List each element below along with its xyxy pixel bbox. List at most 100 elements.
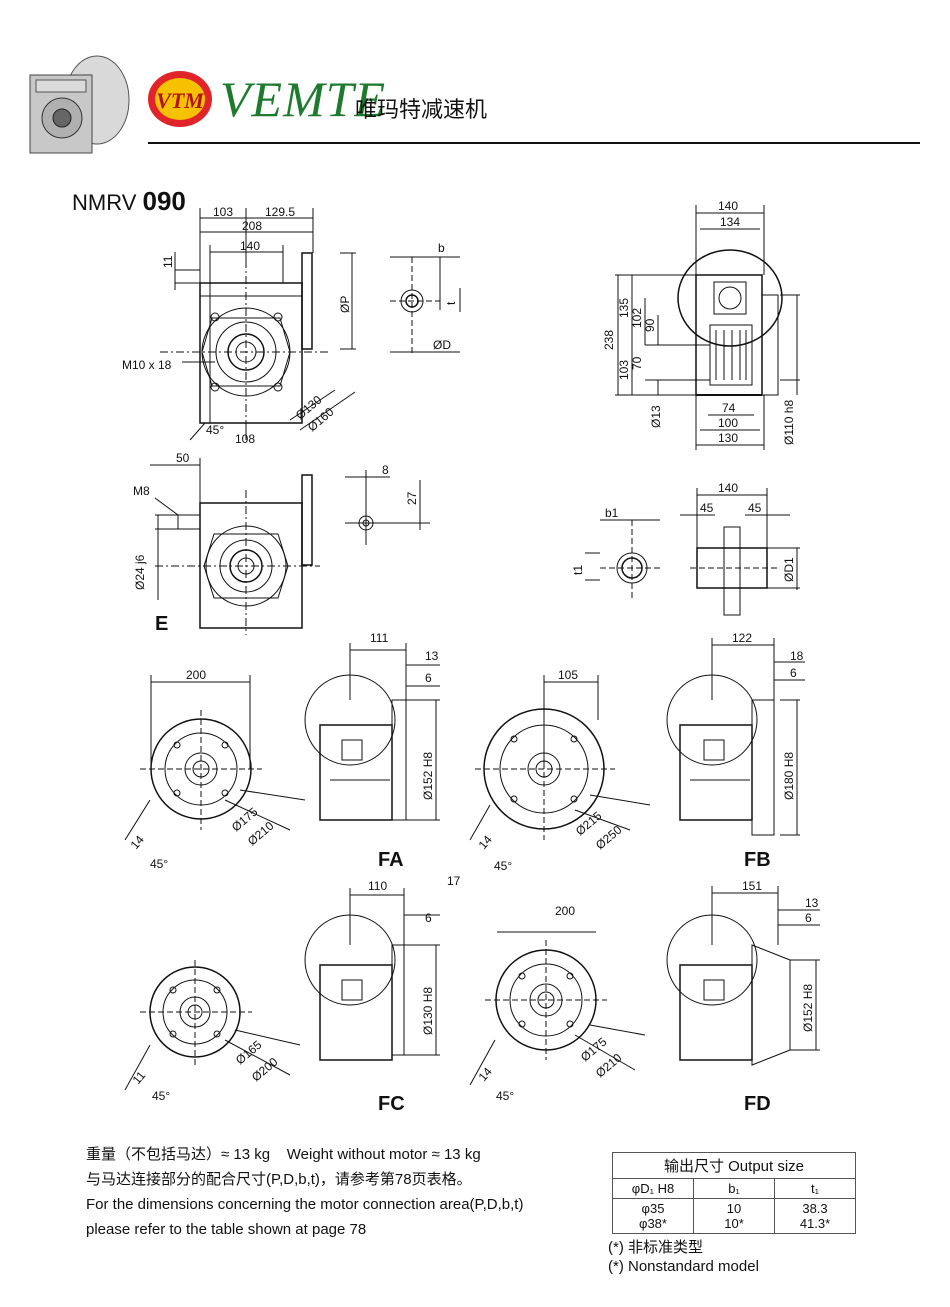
view-label-fb: FB (744, 849, 771, 871)
brand-name-cn: 唯玛特减速机 (355, 98, 488, 123)
hollow-shaft-view (585, 488, 800, 616)
logo-letters: VTM (156, 88, 205, 113)
dim-text: Ø180 H8 (782, 752, 796, 800)
dim-text: 11 (161, 255, 175, 268)
dim-text: 45° (150, 857, 168, 871)
dim-text: 122 (732, 631, 752, 645)
dim-text: ØD1 (782, 557, 796, 582)
footnote-cn: (*) 非标准类型 (608, 1239, 703, 1256)
table-title: 输出尺寸 Output size (612, 1152, 856, 1179)
table-header: φD₁ H8 (612, 1178, 694, 1199)
dim-text: 45° (496, 1089, 514, 1103)
motor-note-en1: For the dimensions concerning the motor … (86, 1196, 524, 1213)
dim-text: 14 (476, 832, 496, 851)
footnote-en: (*) Nonstandard model (608, 1258, 759, 1275)
dim-text: 130 (718, 431, 738, 445)
dim-text: ØD (433, 338, 451, 352)
view-label-fc: FC (378, 1093, 405, 1115)
dim-text: Ø110 h8 (782, 400, 796, 445)
dim-text: 6 (425, 911, 432, 925)
dim-text: 200 (555, 904, 575, 918)
motor-note-cn: 与马达连接部分的配合尺寸(P,D,b,t)，请参考第78页表格。 (86, 1171, 472, 1188)
dim-text: 45° (206, 423, 224, 437)
dimension-labels: 103 129.5 208 140 11 ØP M10 x 18 45° 108… (122, 199, 819, 1103)
front-view (160, 208, 356, 441)
dim-text: Ø13 (649, 405, 663, 428)
dim-text: Ø200 (249, 1054, 281, 1084)
dim-text: Ø24 j6 (133, 554, 147, 590)
dim-text: M10 x 18 (122, 358, 172, 372)
dim-text: 103 (213, 205, 233, 219)
input-shaft-view (150, 458, 430, 635)
dim-text: M8 (133, 484, 150, 498)
dim-text: 140 (718, 199, 738, 213)
flange-fa (124, 643, 440, 841)
dim-text: 13 (425, 649, 439, 663)
brand-name: VEMTE (220, 71, 387, 127)
dim-text: t (444, 301, 458, 305)
dim-text: 45° (494, 859, 512, 873)
dim-text: 100 (718, 416, 738, 430)
dim-text: 17 (447, 874, 461, 888)
output-size-table: 输出尺寸 Output size φD₁ H8 b₁ t₁ φ35 φ38* 1… (612, 1152, 856, 1234)
view-label-fd: FD (744, 1093, 771, 1115)
dim-text: 14 (476, 1064, 496, 1083)
header-divider (148, 142, 920, 144)
table-cell: φ35 φ38* (612, 1198, 694, 1234)
dim-text: 70 (630, 356, 644, 370)
dim-text: 11 (130, 1068, 149, 1087)
dim-text: 111 (370, 631, 389, 645)
model-number: 090 (142, 186, 186, 216)
weight-en: Weight without motor ≈ 13 kg (286, 1146, 481, 1163)
technical-drawings: 103 129.5 208 140 11 ØP M10 x 18 45° 108… (122, 199, 820, 1115)
dim-text: 74 (722, 401, 736, 415)
dim-text: 45° (152, 1089, 170, 1103)
model-title: NMRV 090 (72, 186, 186, 217)
dim-text: 200 (186, 668, 206, 682)
dim-text: 50 (176, 451, 190, 465)
dim-text: 208 (242, 219, 262, 233)
dim-text: 238 (602, 330, 616, 350)
footnotes: (*) 非标准类型 (*) Nonstandard model (608, 1238, 759, 1276)
brand-logo: VTM (148, 71, 212, 127)
table-header-row: φD₁ H8 b₁ t₁ (612, 1178, 856, 1199)
dim-text: ØP (338, 296, 352, 313)
view-label-fa: FA (378, 849, 404, 871)
dim-text: Ø130 H8 (421, 987, 435, 1035)
dim-text: 6 (790, 666, 797, 680)
dim-text: 140 (240, 239, 260, 253)
dim-text: Ø250 (593, 822, 625, 852)
dim-text: 105 (558, 668, 578, 682)
dim-text: 102 (630, 308, 644, 328)
model-prefix: NMRV (72, 190, 137, 215)
dim-text: Ø152 H8 (421, 752, 435, 800)
dim-text: 103 (617, 360, 631, 380)
dim-text: 27 (405, 491, 419, 505)
dim-text: Ø215 (573, 808, 605, 838)
dim-text: 135 (617, 298, 631, 318)
view-labels: E FA FB FC FD (155, 613, 771, 1115)
dim-text: 140 (718, 481, 738, 495)
dim-text: 151 (742, 879, 762, 893)
dim-text: Ø152 H8 (801, 984, 815, 1032)
dim-text: 6 (425, 671, 432, 685)
dim-text: 13 (805, 896, 819, 910)
table-cell: 10 10* (693, 1198, 775, 1234)
dim-text: 8 (382, 463, 389, 477)
dim-text: 18 (790, 649, 804, 663)
flange-fd (469, 886, 820, 1086)
dim-text: 110 (368, 879, 387, 893)
flange-fc (124, 888, 440, 1091)
notes-block: 重量（不包括马达）≈ 13 kg Weight without motor ≈ … (86, 1142, 523, 1242)
dim-text: b (438, 241, 445, 255)
dim-text: b1 (605, 506, 619, 520)
flange-fb (469, 638, 805, 841)
table-header: t₁ (774, 1178, 856, 1199)
side-view (615, 205, 800, 450)
weight-cn: 重量（不包括马达）≈ 13 kg (86, 1146, 271, 1163)
dim-text: 45 (700, 501, 714, 515)
dim-text: Ø165 (233, 1037, 265, 1067)
dim-text: 90 (643, 318, 657, 332)
dim-text: 129.5 (265, 205, 295, 219)
table-row: φ35 φ38* 10 10* 38.3 41.3* (612, 1198, 856, 1234)
